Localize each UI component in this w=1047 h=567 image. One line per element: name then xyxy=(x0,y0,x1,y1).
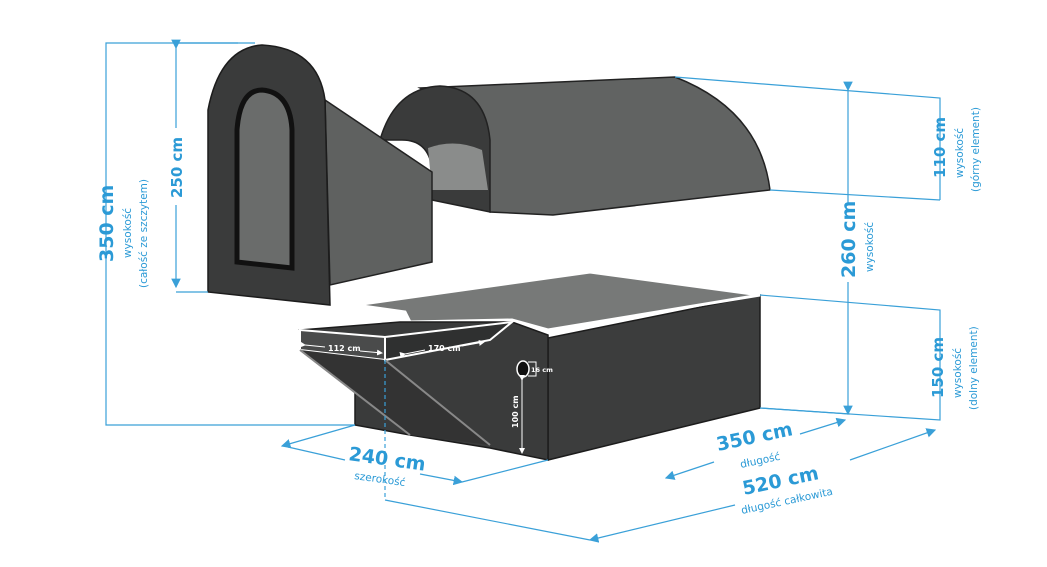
height-value: 260 cm xyxy=(838,201,860,278)
bottom-height-value: 150 cm xyxy=(929,337,947,398)
hole-diameter-label: 16 cm xyxy=(531,366,553,374)
top-height-note: (górny element) xyxy=(970,107,982,192)
total-height-label: wysokość xyxy=(122,208,134,258)
total-height-value: 350 cm xyxy=(96,185,118,262)
bottom-base-element xyxy=(298,270,761,461)
top-dome-element xyxy=(379,76,771,216)
hole-height-label: 100 cm xyxy=(511,395,520,428)
bottom-height-label: wysokość xyxy=(952,348,964,398)
top-height-value: 110 cm xyxy=(931,117,949,178)
dimension-labels: 350 cm wysokość (całość ze szczytem) 250… xyxy=(96,107,982,517)
length-value: 350 cm xyxy=(714,418,794,456)
height-label: wysokość xyxy=(864,222,876,272)
ramp-b-label: 170 cm xyxy=(428,344,461,353)
vent-hole xyxy=(516,360,530,378)
width-label: szerokość xyxy=(354,470,407,489)
inner-dimensions: 112 cm 170 cm 16 cm 100 cm xyxy=(299,339,553,454)
bottom-height-note: (dolny element) xyxy=(968,326,980,410)
gable-wall-element xyxy=(207,44,433,306)
top-height-label: wysokość xyxy=(954,128,966,178)
dimension-lines xyxy=(105,39,941,543)
ramp-a-label: 112 cm xyxy=(328,344,361,353)
total-height-note: (całość ze szczytem) xyxy=(138,179,150,288)
door-height-value: 250 cm xyxy=(168,137,186,198)
length-label: długość xyxy=(739,451,781,471)
